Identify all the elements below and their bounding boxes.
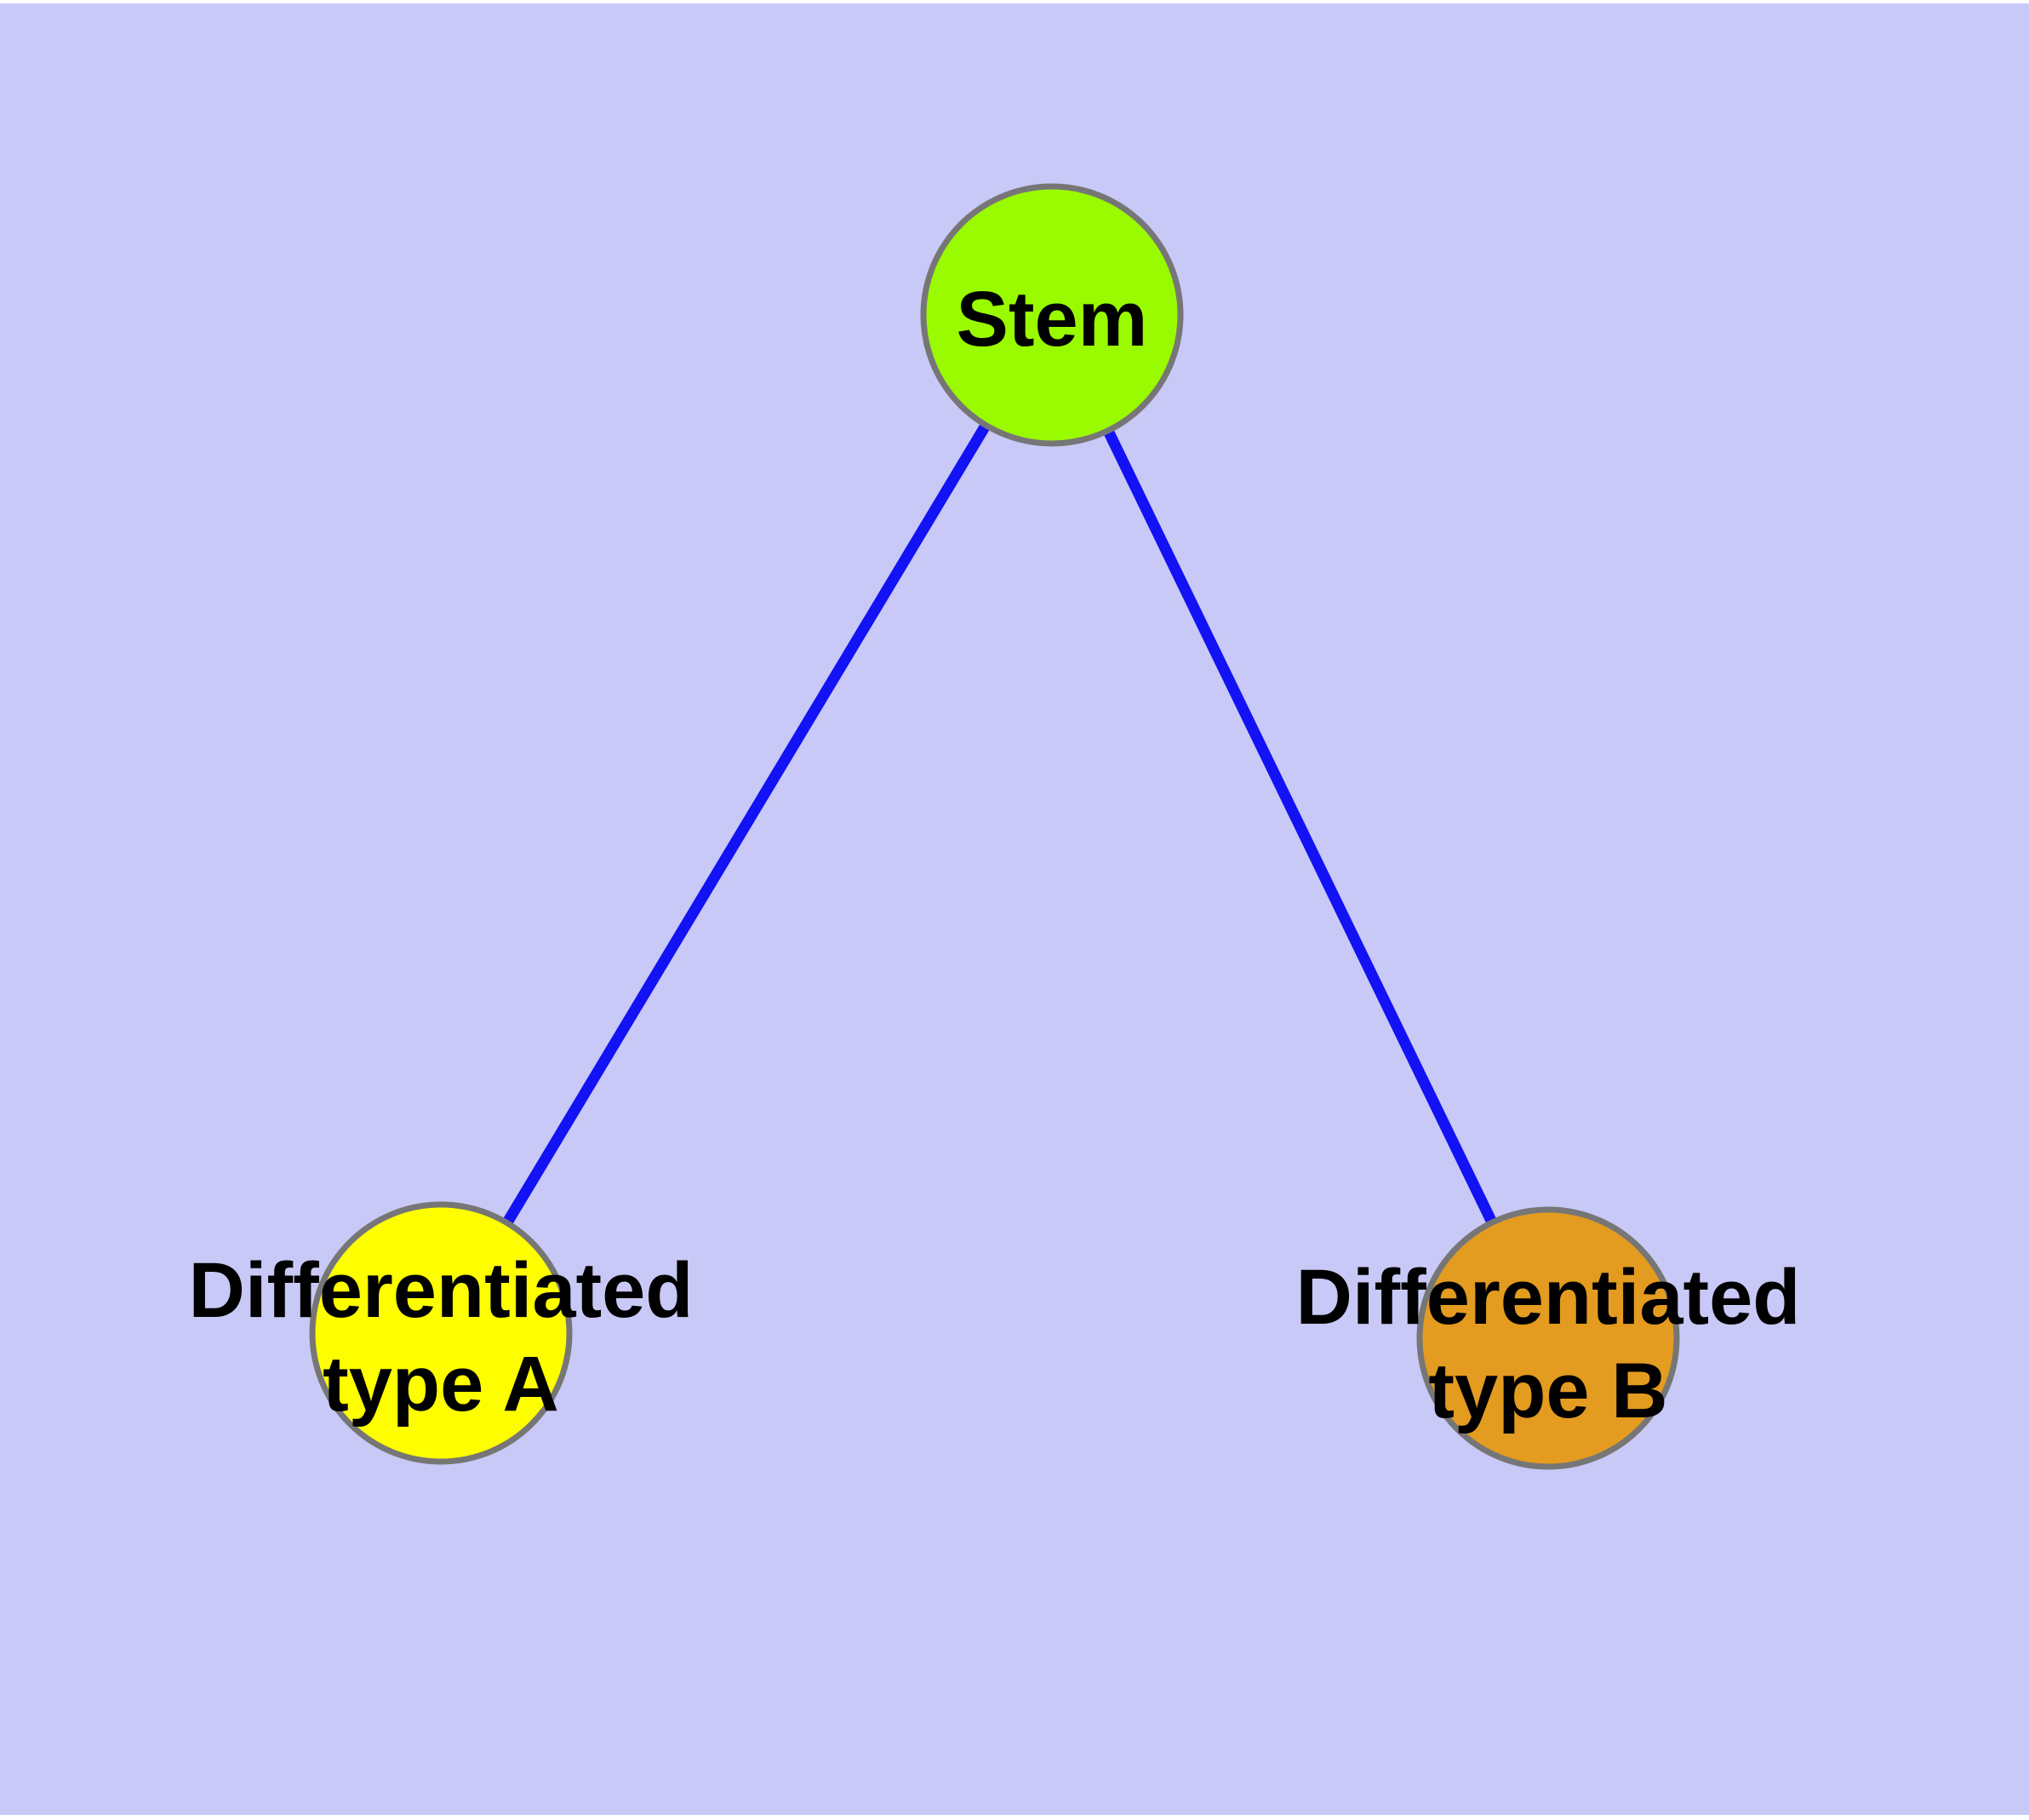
edge-stem-to-type-b xyxy=(1047,312,1553,1341)
edge-stem-to-type-a xyxy=(436,312,1057,1336)
node-type-a-label-line1: Differentiated xyxy=(189,1247,694,1334)
node-type-b-circle xyxy=(1416,1206,1680,1470)
node-type-a-label-line2: type A xyxy=(323,1341,559,1428)
node-stem-circle xyxy=(920,183,1184,447)
node-stem-label: Stem xyxy=(957,276,1148,363)
node-type-b-label-line2: type B xyxy=(1428,1348,1667,1434)
node-type-a-circle xyxy=(309,1201,573,1465)
node-type-b-label-line1: Differentiated xyxy=(1296,1254,1801,1341)
